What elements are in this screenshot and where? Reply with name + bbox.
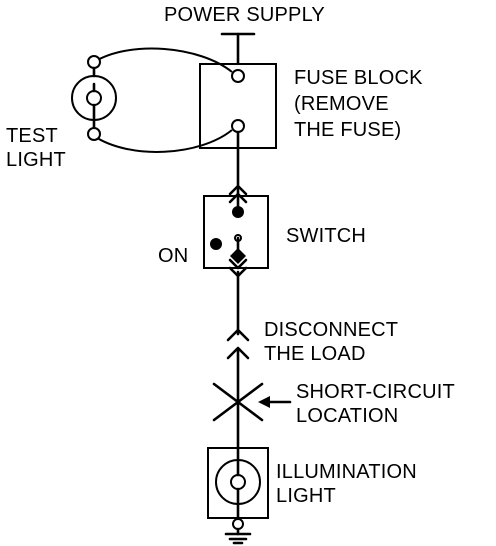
fuse-terminal-bottom [231, 119, 245, 133]
short-circuit-arrow-icon [258, 396, 292, 408]
short-circuit-label-line2: LOCATION [296, 405, 398, 427]
test-light-label-line2: LIGHT [6, 149, 66, 171]
fuse-block-label-line3: THE FUSE) [294, 119, 401, 141]
switch-contact-bottom [230, 248, 246, 264]
switch-contact-on [210, 238, 222, 250]
fuse-block-label-line1: FUSE BLOCK [294, 67, 423, 89]
power-supply-label: POWER SUPPLY [164, 4, 325, 26]
switch-contact-top [232, 206, 244, 218]
fuse-terminal-top [231, 69, 245, 83]
disconnect-label-line2: THE LOAD [264, 343, 366, 365]
switch-label: SWITCH [286, 225, 366, 247]
disconnect-connector-lower [226, 346, 250, 360]
illumination-label-line1: ILLUMINATION [276, 461, 417, 483]
ground-icon [224, 518, 252, 545]
disconnect-label-line1: DISCONNECT [264, 319, 398, 341]
disconnect-connector-upper [226, 328, 250, 342]
illumination-light-icon [215, 446, 261, 520]
test-light-lead-bottom [93, 129, 233, 153]
illumination-label-line2: LIGHT [276, 485, 336, 507]
fuse-block-label-line2: (REMOVE [294, 93, 389, 115]
switch-on-label: ON [158, 245, 188, 267]
short-circuit-label-line1: SHORT-CIRCUIT [296, 381, 455, 403]
test-light-lead-top [93, 47, 233, 73]
test-light-icon [71, 55, 117, 141]
test-light-label-line1: TEST [6, 125, 58, 147]
short-circuit-x-mark-icon [212, 382, 264, 422]
